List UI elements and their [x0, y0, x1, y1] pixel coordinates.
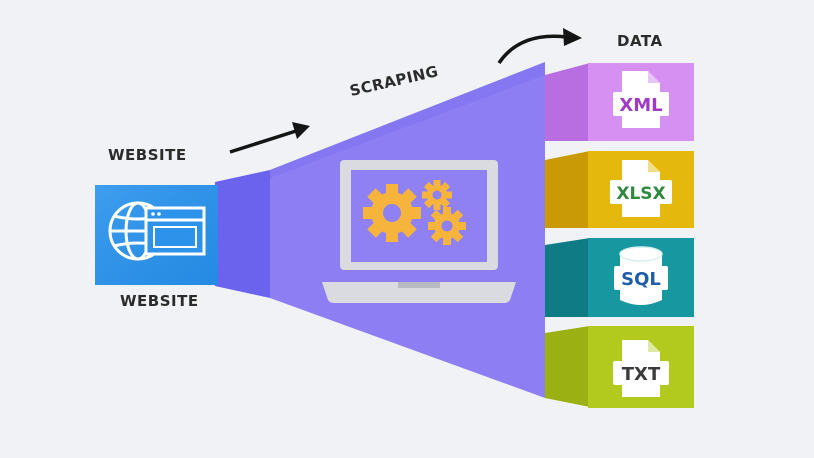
- browser-window-icon: [144, 206, 206, 256]
- small-gear-top-icon: [422, 180, 452, 210]
- format-label: SQL: [621, 269, 661, 290]
- arrow-icon: [229, 122, 310, 154]
- website-tile: [95, 185, 218, 285]
- format-label: XLSX: [616, 184, 665, 204]
- large-gear-icon: [363, 184, 421, 242]
- small-gear-bottom-icon: [428, 207, 466, 245]
- format-label: XML: [619, 95, 662, 116]
- format-block-xlsx: XLSX: [545, 151, 694, 228]
- data-label: DATA: [617, 32, 663, 50]
- curved-arrow-icon: [497, 28, 582, 65]
- gears-icon: [363, 180, 466, 245]
- xml-file-icon: XML: [613, 71, 669, 128]
- format-block-txt: TXT: [545, 326, 694, 408]
- xlsx-file-icon: XLSX: [610, 160, 672, 217]
- format-label: TXT: [622, 364, 661, 385]
- website-caption: WEBSITE: [120, 292, 199, 310]
- format-block-sql: SQL: [545, 238, 694, 317]
- website-label: WEBSITE: [108, 146, 187, 164]
- txt-file-icon: TXT: [613, 340, 669, 397]
- format-block-xml: XML: [545, 63, 694, 141]
- sql-database-icon: SQL: [614, 246, 668, 305]
